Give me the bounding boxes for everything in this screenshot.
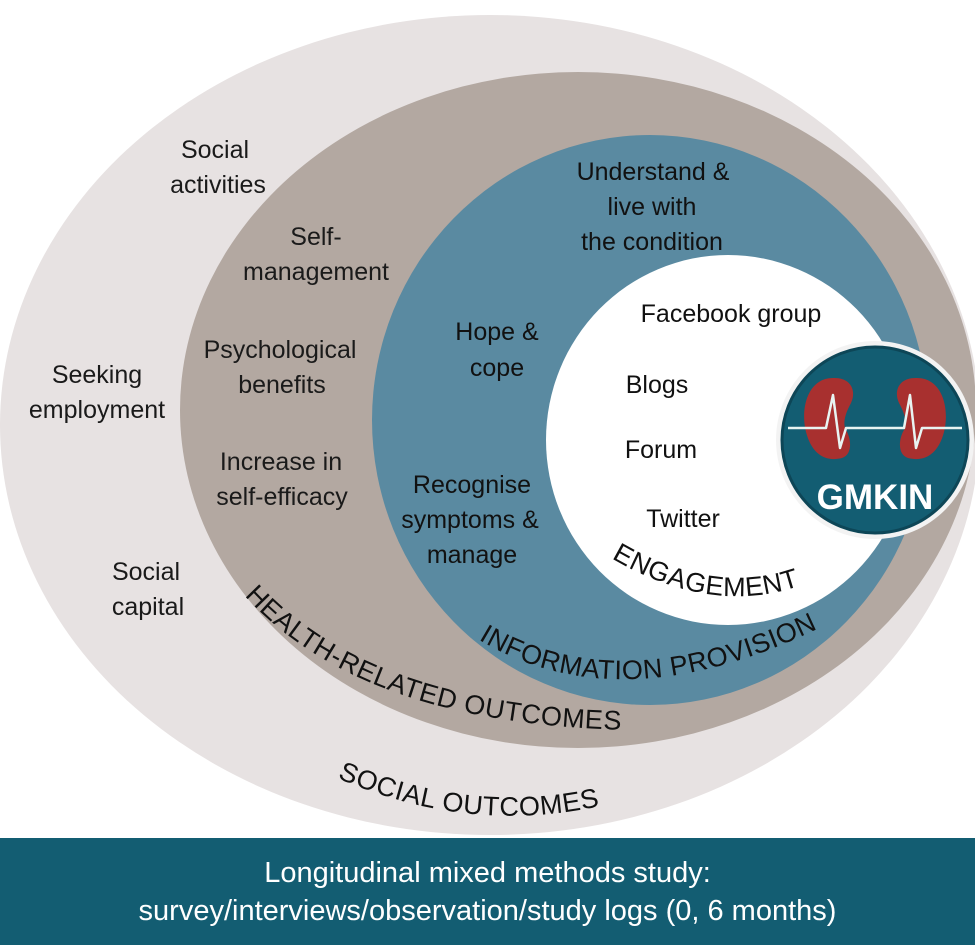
forum-label: Forum	[625, 436, 697, 464]
psychological-benefits-label-2: benefits	[238, 371, 326, 399]
gmkin-logo: GMKIN	[776, 341, 974, 539]
gmkin-logo-text: GMKIN	[817, 478, 934, 517]
facebook-group-label: Facebook group	[641, 300, 822, 328]
self-efficacy-label-1: Increase in	[220, 448, 342, 476]
svg-text:Recognise: Recognise	[413, 471, 531, 499]
hope-cope-label-2: cope	[470, 354, 524, 382]
svg-text:the condition: the condition	[581, 228, 723, 256]
understand-condition-label-1: Understand &	[577, 158, 730, 186]
svg-text:Blogs: Blogs	[626, 371, 689, 399]
blogs-label: Blogs	[626, 371, 689, 399]
svg-text:Facebook group: Facebook group	[641, 300, 822, 328]
svg-text:self-efficacy: self-efficacy	[216, 483, 348, 511]
svg-text:Twitter: Twitter	[646, 505, 720, 533]
recognise-symptoms-label-1: Recognise	[413, 471, 531, 499]
svg-text:Social: Social	[181, 136, 249, 164]
self-management-label-1: Self-	[290, 223, 341, 251]
social-capital-label-2: capital	[112, 593, 184, 621]
svg-text:Hope &: Hope &	[455, 318, 539, 346]
svg-text:Seeking: Seeking	[52, 361, 142, 389]
psychological-benefits-label-1: Psychological	[204, 336, 357, 364]
hope-cope-label-1: Hope &	[455, 318, 539, 346]
svg-text:Increase in: Increase in	[220, 448, 342, 476]
study-method-banner: Longitudinal mixed methods study: survey…	[0, 838, 975, 945]
svg-text:management: management	[243, 258, 389, 286]
svg-text:activities: activities	[170, 171, 266, 199]
social-activities-label-2: activities	[170, 171, 266, 199]
recognise-symptoms-label-3: manage	[427, 541, 517, 569]
seeking-employment-label-1: Seeking	[52, 361, 142, 389]
recognise-symptoms-label-2: symptoms &	[401, 506, 539, 534]
svg-text:Self-: Self-	[290, 223, 341, 251]
svg-text:benefits: benefits	[238, 371, 326, 399]
svg-text:cope: cope	[470, 354, 524, 382]
social-capital-label-1: Social	[112, 558, 180, 586]
svg-text:Forum: Forum	[625, 436, 697, 464]
svg-text:symptoms &: symptoms &	[401, 506, 539, 534]
self-efficacy-label-2: self-efficacy	[216, 483, 348, 511]
svg-text:capital: capital	[112, 593, 184, 621]
banner-line-2: survey/interviews/observation/study logs…	[138, 894, 837, 927]
twitter-label: Twitter	[646, 505, 720, 533]
banner-line-1: Longitudinal mixed methods study:	[264, 856, 711, 889]
heartbeat-icon	[788, 393, 962, 450]
svg-text:Social: Social	[112, 558, 180, 586]
understand-condition-label-3: the condition	[581, 228, 723, 256]
engagement-core	[546, 255, 910, 625]
svg-text:Psychological: Psychological	[204, 336, 357, 364]
understand-condition-label-2: live with	[608, 193, 697, 221]
svg-text:Understand &: Understand &	[577, 158, 730, 186]
diagram: Social activities Seeking employment Soc…	[0, 15, 975, 835]
svg-text:manage: manage	[427, 541, 517, 569]
social-activities-label-1: Social	[181, 136, 249, 164]
seeking-employment-label-2: employment	[29, 396, 165, 424]
svg-text:live with: live with	[608, 193, 697, 221]
svg-text:employment: employment	[29, 396, 165, 424]
self-management-label-2: management	[243, 258, 389, 286]
